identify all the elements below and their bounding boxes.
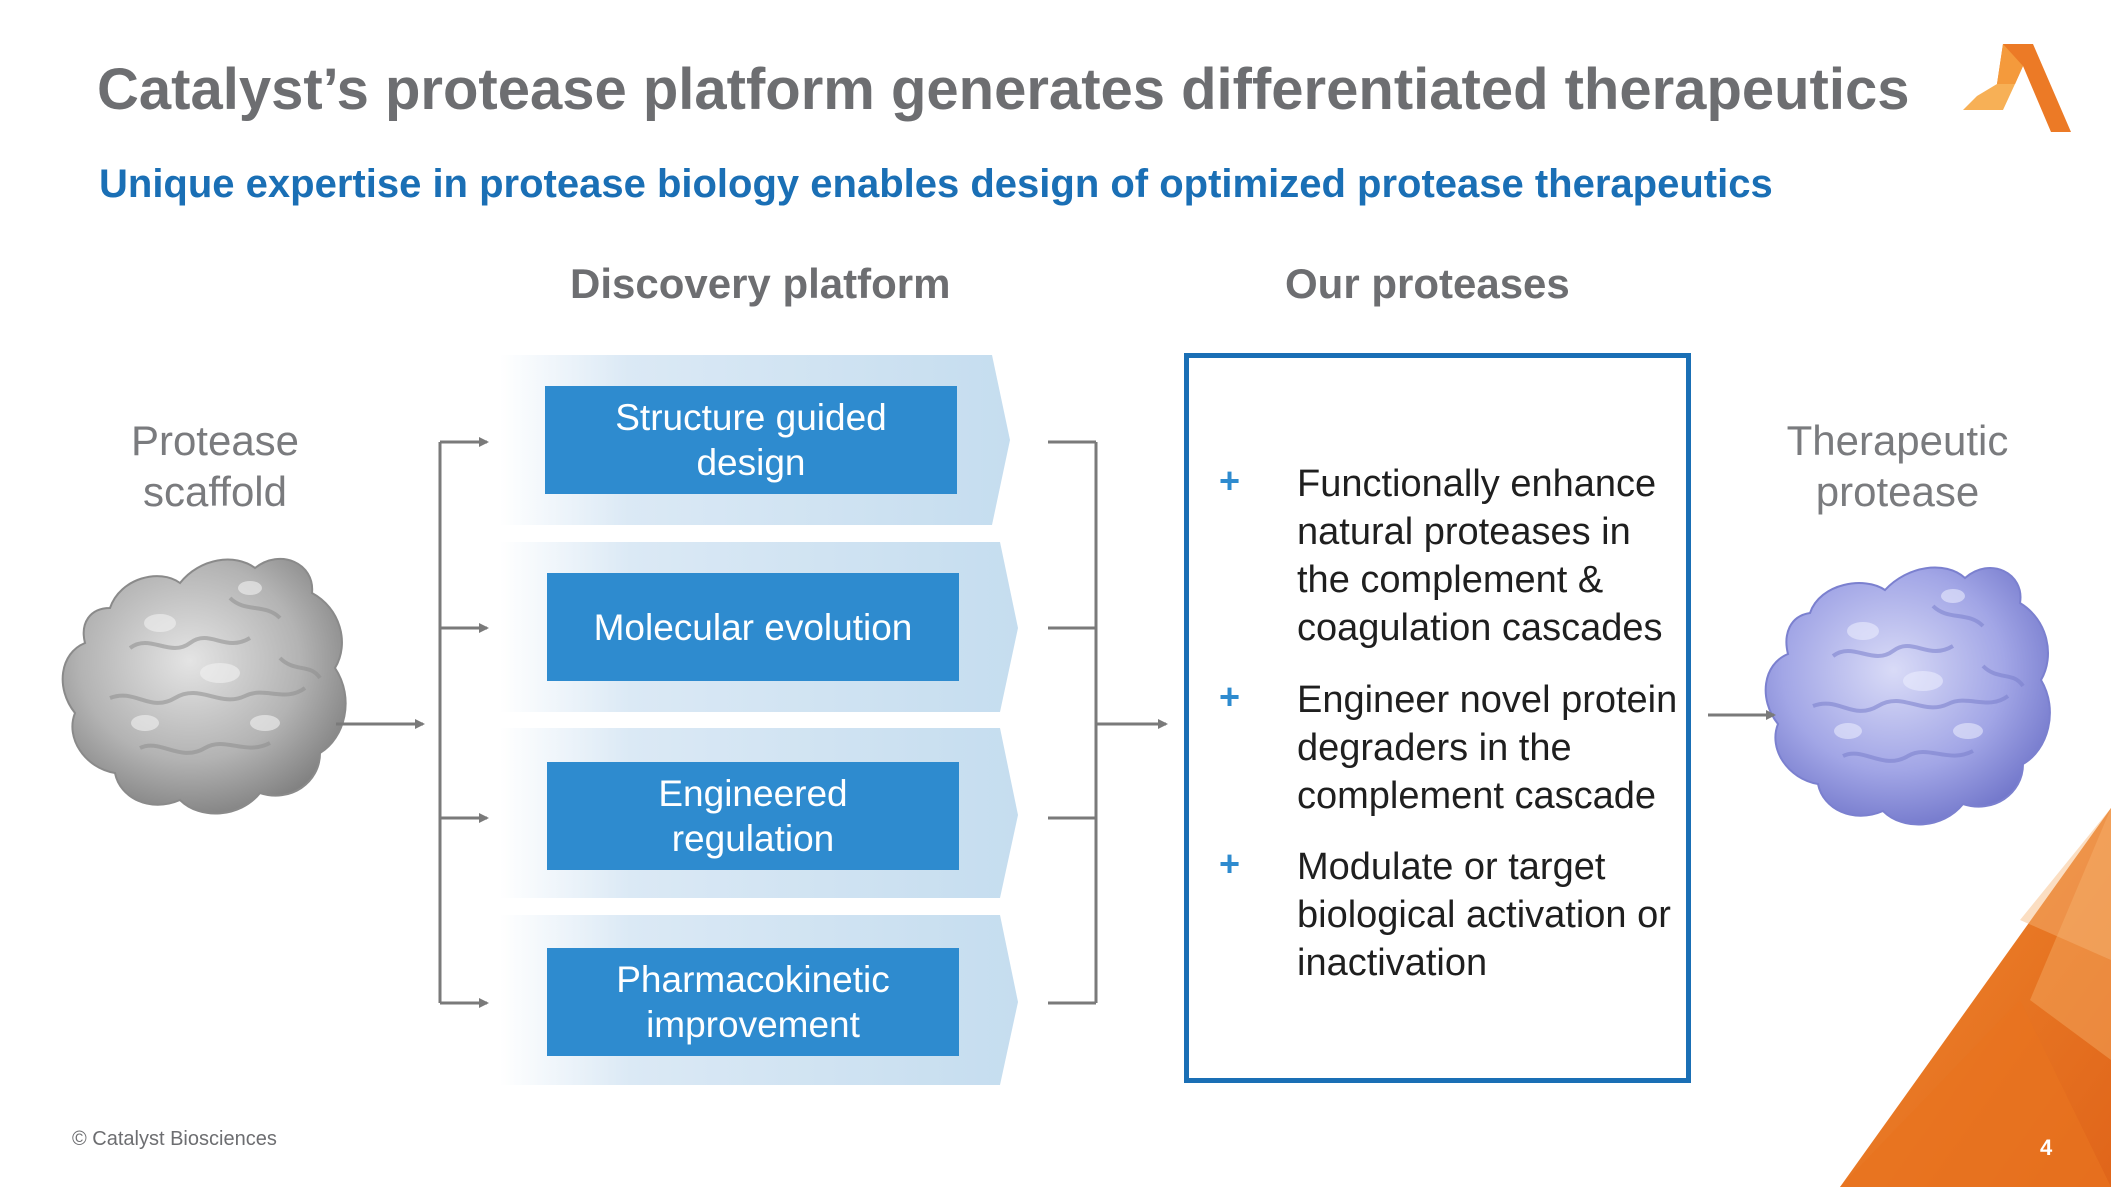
method-box-molecular-evolution: Molecular evolution	[547, 573, 959, 681]
plus-icon: +	[1219, 676, 1241, 717]
method-box-structure-guided-design: Structure guided design	[545, 386, 957, 494]
plus-icon: +	[1219, 843, 1241, 884]
therapeutic-protease-label-line2: protease	[1815, 468, 1980, 515]
method-label-line1: Engineered	[658, 773, 848, 814]
protease-scaffold-label: Protease scaffold	[95, 415, 335, 517]
our-proteases-box: + Functionally enhance natural proteases…	[1184, 353, 1691, 1083]
bullet-line: the complement &	[1297, 559, 1604, 601]
method-box-pharmacokinetic-improvement: Pharmacokinetic improvement	[547, 948, 959, 1056]
copyright-footer: © Catalyst Biosciences	[72, 1128, 277, 1150]
bullet-line: Engineer novel protein	[1297, 679, 1678, 721]
bullet-line: Functionally enhance	[1297, 463, 1657, 505]
protein-surface-lavender-icon	[1764, 566, 2051, 826]
discovery-platform-heading: Discovery platform	[570, 260, 951, 307]
method-box-engineered-regulation: Engineered regulation	[547, 762, 959, 870]
bullet-line: natural proteases in	[1297, 511, 1631, 553]
protein-surface-gray-icon	[61, 558, 347, 815]
method-label-line1: Pharmacokinetic	[616, 959, 890, 1000]
method-label-line2: design	[696, 442, 806, 483]
bullet-line: degraders in the	[1297, 727, 1572, 769]
protease-scaffold-label-line2: scaffold	[143, 468, 287, 515]
bullet-line: coagulation cascades	[1297, 607, 1663, 649]
bullet-line: complement cascade	[1297, 775, 1657, 817]
method-label-line2: regulation	[671, 818, 835, 859]
protease-bullet: + Modulate or target biological activati…	[1219, 843, 1679, 993]
catalyst-logo-icon	[1963, 44, 2071, 132]
slide-subtitle: Unique expertise in protease biology ena…	[99, 162, 1773, 206]
our-proteases-heading: Our proteases	[1285, 260, 1570, 307]
slide-title: Catalyst’s protease platform generates d…	[97, 57, 1910, 122]
protease-bullet: + Functionally enhance natural proteases…	[1219, 460, 1679, 660]
method-label-line1: Structure guided	[615, 397, 887, 438]
bullet-line: biological activation or	[1297, 894, 1671, 936]
method-label-line2: improvement	[646, 1004, 860, 1045]
method-label-line1: Molecular evolution	[593, 606, 913, 648]
bullet-line: inactivation	[1297, 942, 1488, 984]
therapeutic-protease-label-line1: Therapeutic	[1786, 417, 2009, 464]
plus-icon: +	[1219, 460, 1241, 501]
bullet-line: Modulate or target	[1297, 846, 1606, 888]
therapeutic-protease-label: Therapeutic protease	[1760, 415, 2035, 517]
protease-scaffold-label-line1: Protease	[130, 417, 300, 464]
page-number: 4	[2040, 1135, 2053, 1160]
protease-bullet: + Engineer novel protein degraders in th…	[1219, 676, 1679, 826]
